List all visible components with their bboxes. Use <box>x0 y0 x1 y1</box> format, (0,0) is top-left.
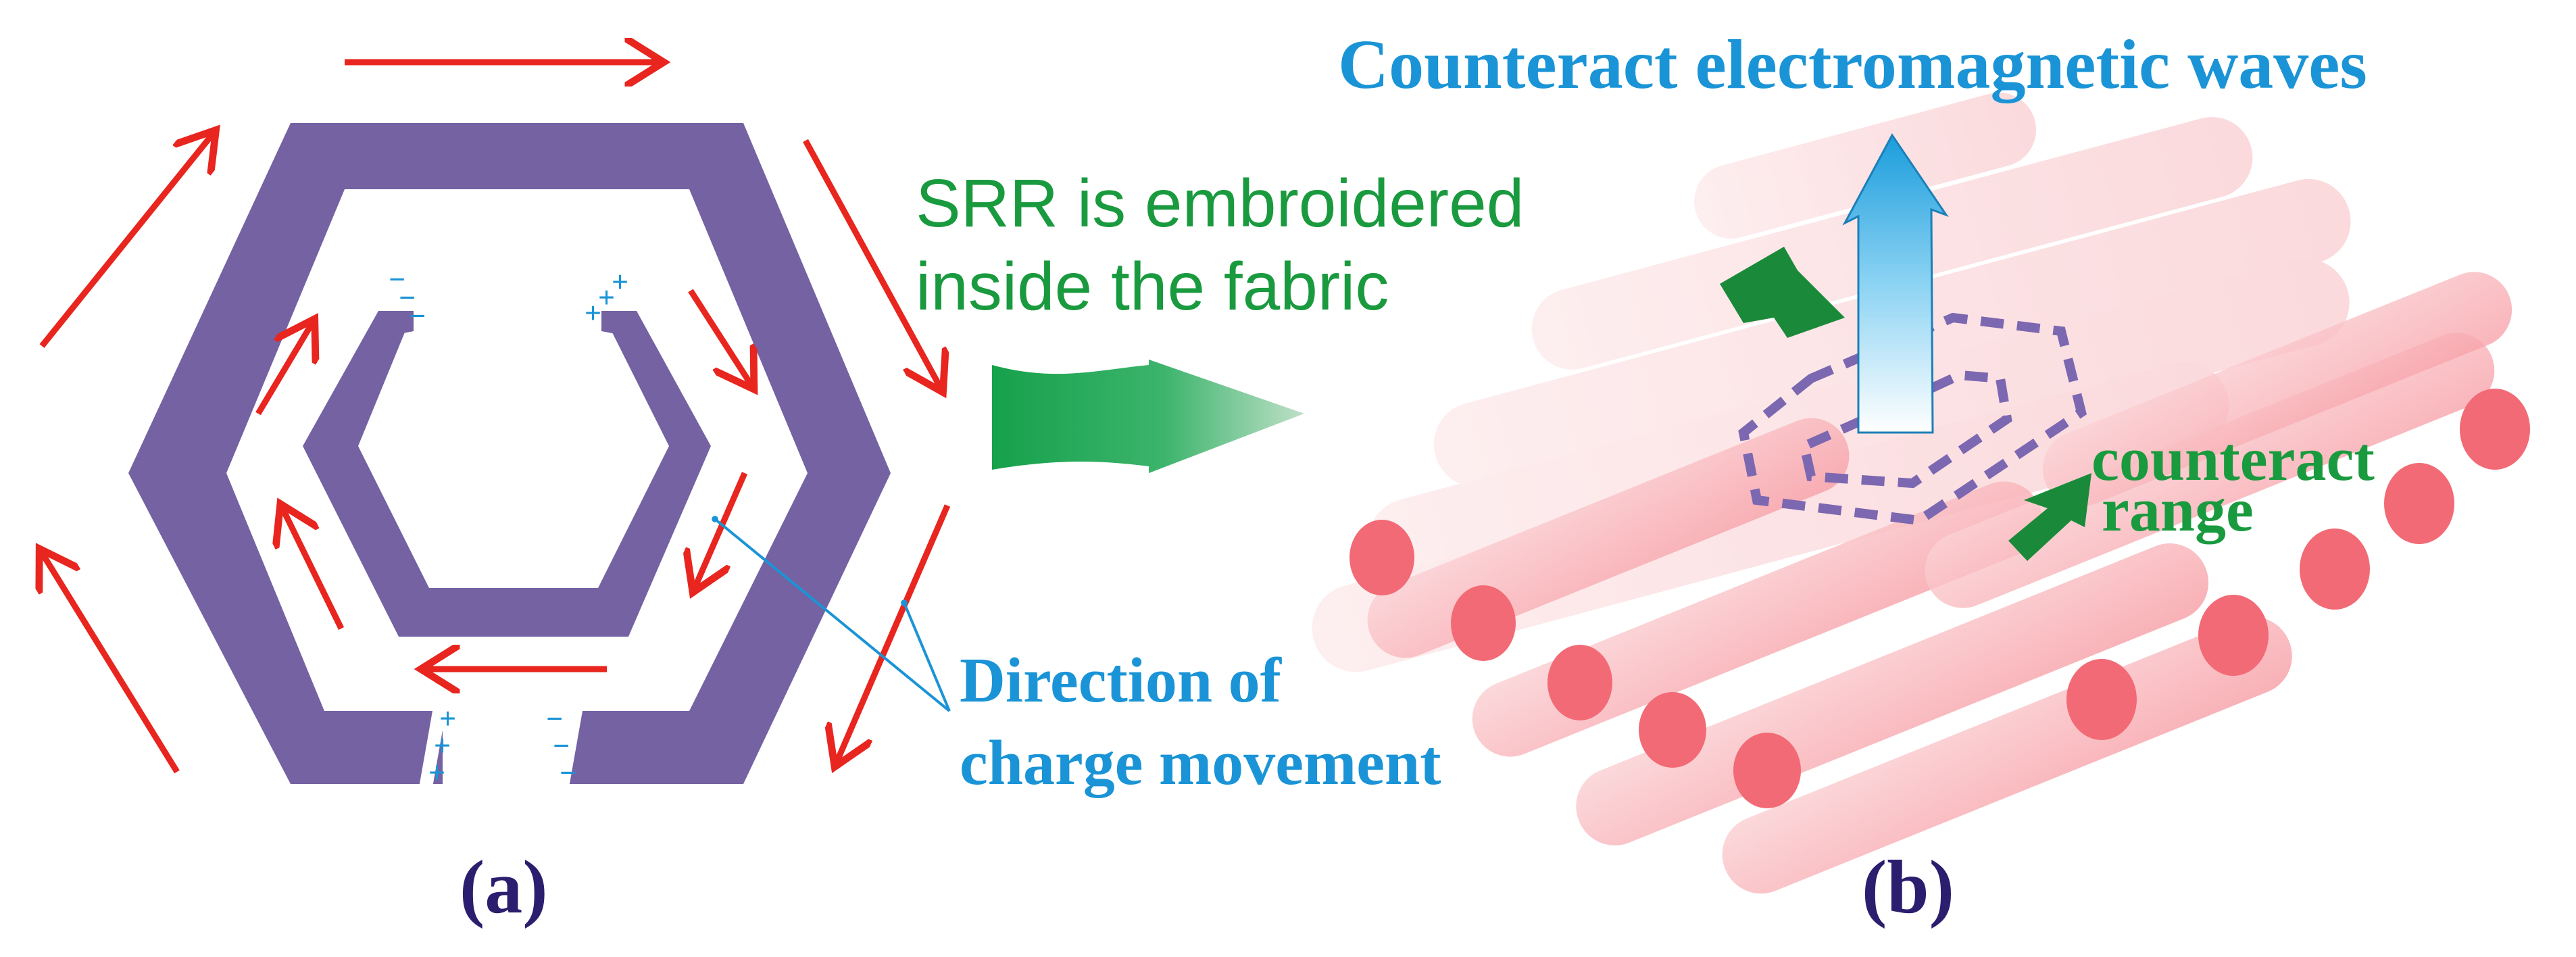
leader-line-outer <box>901 599 951 712</box>
charge-minus: − <box>409 299 426 333</box>
inner-ring-arm-left <box>378 311 414 338</box>
counteract-range-line2: range <box>2102 475 2254 544</box>
rod-end <box>1639 692 1706 768</box>
charge-minus: − <box>399 281 416 314</box>
back-rod <box>1693 92 2037 239</box>
outer-ring-gap-left <box>419 711 446 787</box>
charge-plus: + <box>612 266 628 299</box>
arrow-outer-lower-right <box>837 504 951 762</box>
charge-plus: + <box>598 281 615 314</box>
panel-b: Counteract electromagnetic waves SRR is … <box>916 26 2530 929</box>
rod-end <box>1349 520 1414 595</box>
charge-plus: + <box>434 729 451 762</box>
caption-a: (a) <box>460 845 548 929</box>
charge-minus: − <box>560 756 576 789</box>
leader-line-inner <box>712 516 951 712</box>
arrow-inner-upper-left <box>255 323 312 416</box>
srr-outline-inner <box>1798 370 2012 489</box>
direction-label-line1: Direction of <box>960 645 1283 716</box>
direction-label-line2: charge movement <box>960 728 1441 798</box>
front-rod <box>1925 333 2495 608</box>
rod-end <box>2198 595 2269 676</box>
inner-ring-arm-right <box>601 311 637 338</box>
charge-plus: + <box>428 756 445 789</box>
charge-plus: + <box>439 702 456 735</box>
rod-end <box>2460 389 2530 470</box>
rod-end <box>1451 585 1516 661</box>
rod-end <box>2066 659 2137 740</box>
green-pointer-upper <box>1720 247 1845 338</box>
srr-label-line2: inside the fabric <box>916 249 1389 324</box>
outer-ring-gap-right <box>554 711 583 787</box>
charge-minus: − <box>553 729 570 762</box>
front-rod <box>1472 481 2042 757</box>
title-counteract-waves: Counteract electromagnetic waves <box>1338 26 2367 103</box>
charge-signs: − − − + + + + + + − − − <box>389 263 628 789</box>
inner-split-ring <box>303 311 711 637</box>
front-rod <box>2042 272 2512 507</box>
rod-end <box>2384 463 2454 544</box>
front-rod <box>1722 616 2292 894</box>
rod-end <box>2300 529 2370 610</box>
arrow-inner-lower-left <box>282 508 345 630</box>
rod-end <box>1733 733 1801 808</box>
arrow-outer-lower-left <box>42 553 180 774</box>
big-green-arrow <box>992 360 1304 473</box>
counteract-range-line1: counteract <box>2091 424 2375 493</box>
green-pointer-lower <box>2008 473 2091 561</box>
caption-b: (b) <box>1862 845 1954 929</box>
charge-minus: − <box>389 263 405 296</box>
outer-split-ring <box>128 123 891 784</box>
blue-up-arrow <box>1842 133 1949 434</box>
panel-a: − − − + + + + + + − − − Direction of cha… <box>42 62 1441 929</box>
arrow-inner-lower-right <box>695 472 748 588</box>
arrow-outer-upper-left <box>39 134 213 348</box>
front-rods <box>1349 272 2530 894</box>
srr-outline-outer <box>1738 312 2087 526</box>
charge-minus: − <box>546 702 563 735</box>
srr-label-line1: SRR is embroidered <box>916 166 1524 241</box>
rod-end <box>1547 645 1612 720</box>
arrow-inner-upper-right <box>688 289 751 385</box>
charge-plus: + <box>585 297 601 330</box>
arrow-outer-upper-right <box>803 139 941 388</box>
